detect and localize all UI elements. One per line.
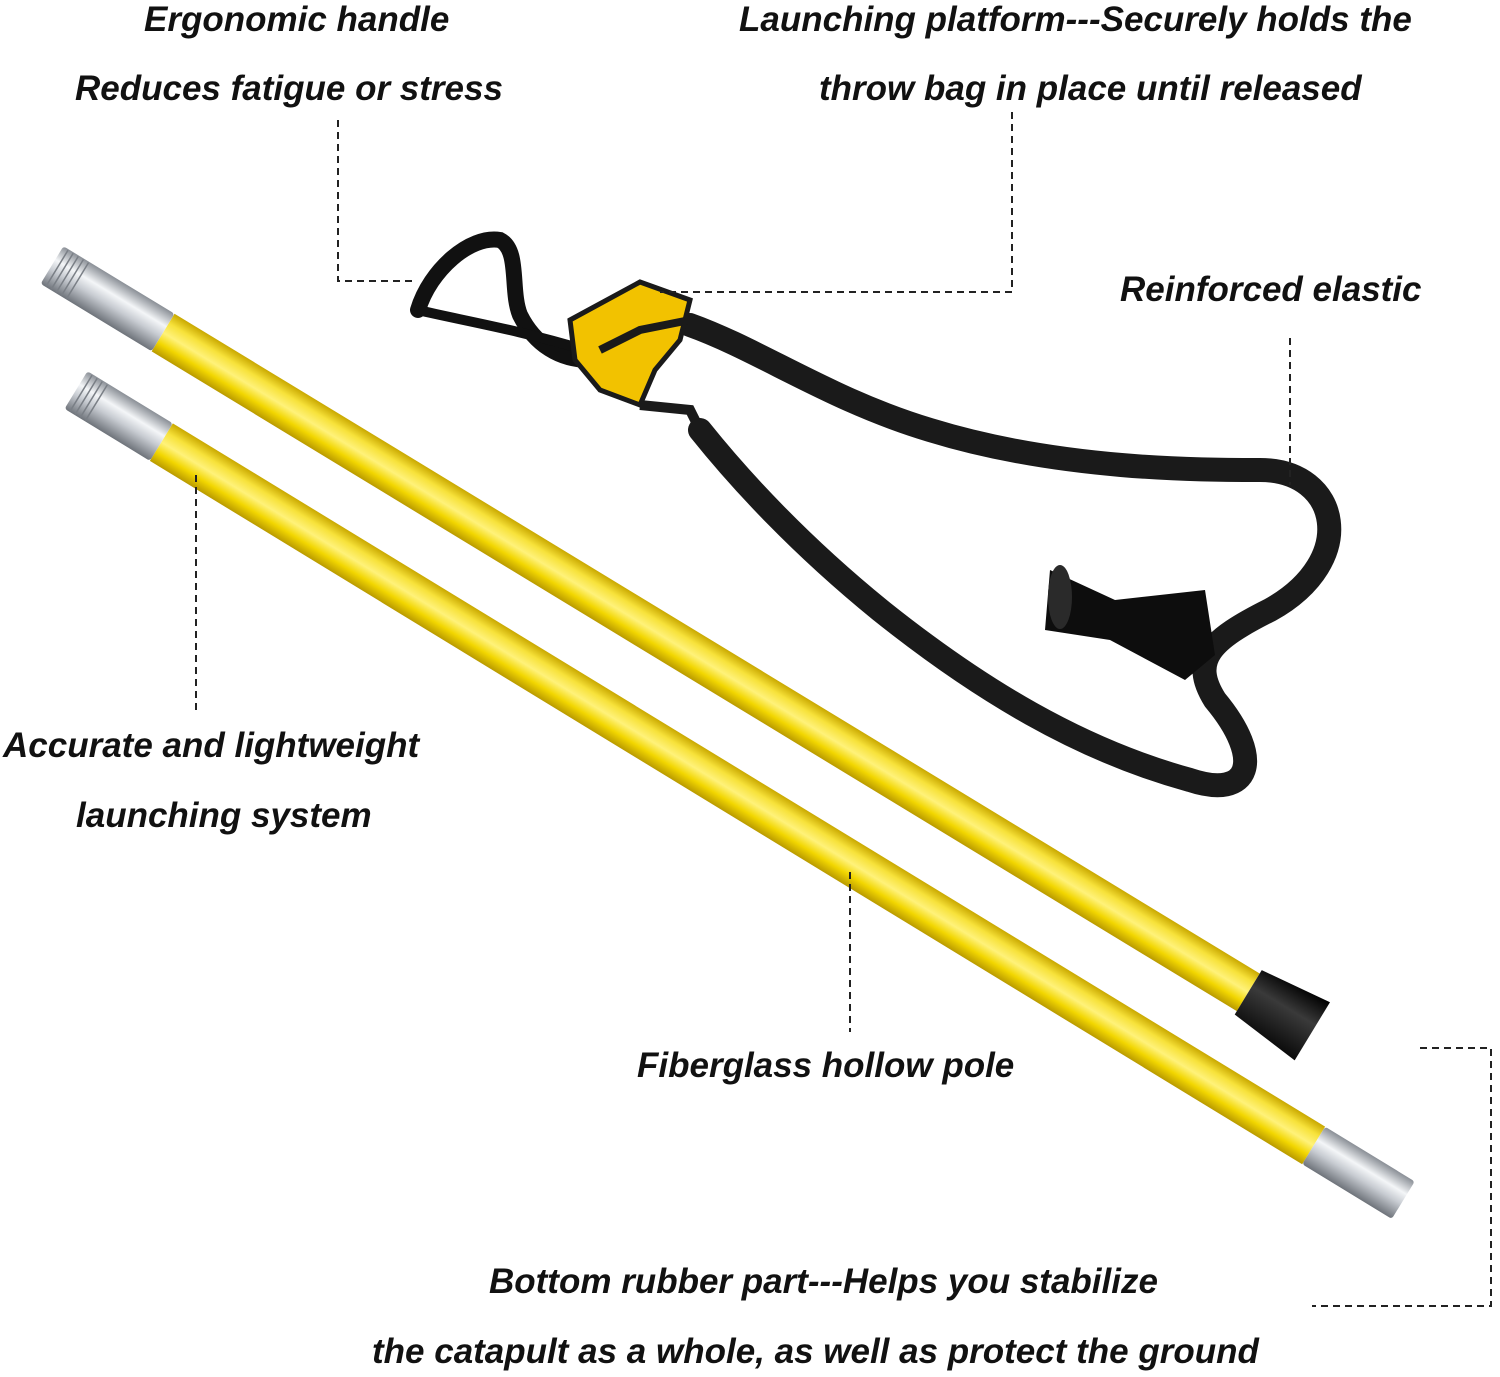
leader-handle [337,120,416,282]
callout-title: Launching platform---Securely holds the [739,0,1412,39]
lower-pole-thread [69,374,109,421]
leader-platform [660,112,1013,293]
upper-pole [41,247,1330,1061]
upper-pole-thread [45,249,90,299]
callout-detail: Reduces fatigue or stress [75,69,503,108]
callout-detail: throw bag in place until released [819,69,1362,108]
callout-fiberglass-pole: Fiberglass hollow pole [637,1046,1014,1086]
upper-pole-shaft [151,313,1260,1012]
callout-launching-system: Accurate and lightweight launching syste… [0,726,520,846]
elastic-connector [1045,570,1215,680]
callout-title: Reinforced elastic [1120,270,1422,309]
lower-pole-shaft [149,423,1326,1165]
pouch-strap-lower [639,400,710,443]
callout-launching-platform: Launching platform---Securely holds the … [735,0,1495,110]
callout-title: Ergonomic handle [144,0,450,39]
callout-title: Bottom rubber part---Helps you stabilize [489,1262,1158,1301]
handle-grip [410,231,598,368]
callout-title: Accurate and lightweight [3,726,420,765]
rubber-end-cap [1234,970,1330,1061]
callout-detail: the catapult as a whole, as well as prot… [372,1332,1259,1371]
launching-pouch [567,279,693,409]
callout-bottom-rubber-part: Bottom rubber part---Helps you stabilize… [370,1262,1480,1372]
lower-pole-metal-tip-right [1303,1127,1414,1218]
lower-pole-metal-tip-left [65,372,172,460]
lower-pole [65,372,1414,1218]
elastic-band [678,313,1342,798]
callout-title: Fiberglass hollow pole [637,1046,1015,1085]
elastic-connector-end [1048,565,1072,629]
pouch-strap [598,316,691,354]
handle-strap [416,305,587,355]
callout-detail: launching system [76,796,372,835]
callout-reinforced-elastic: Reinforced elastic [1120,270,1422,310]
